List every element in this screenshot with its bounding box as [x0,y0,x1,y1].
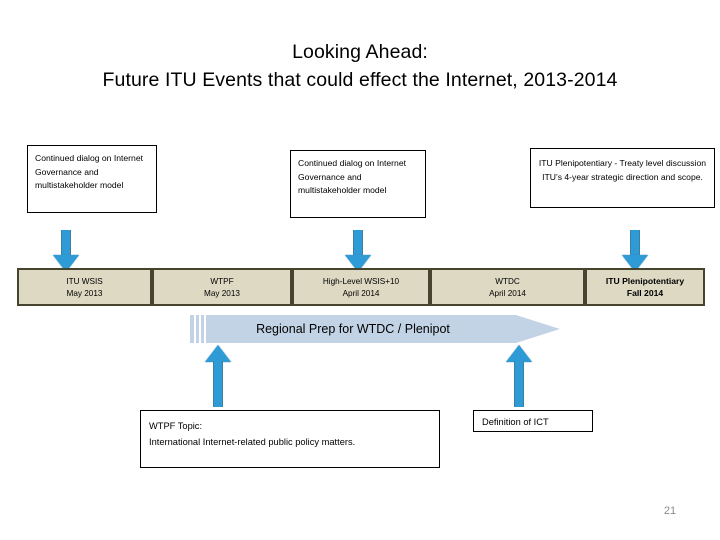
timeline-event-name: ITU WSIS [66,277,103,286]
banner-label: Regional Prep for WTDC / Plenipot [256,322,450,336]
bottom-box-wtpf-topic: WTPF Topic: International Internet-relat… [140,410,440,468]
bottom-box-definition-of-ict: Definition of ICT [473,410,593,432]
timeline-event-date: May 2013 [204,288,240,298]
banner-stripe [194,315,196,343]
arrow-head [506,345,532,362]
arrow-down-icon [345,230,371,272]
page-number: 21 [663,505,677,517]
banner-stripe [204,315,206,343]
arrow-shaft [630,230,640,256]
banner-stripe [199,315,201,343]
arrow-down-icon [53,230,79,272]
arrow-shaft [61,230,71,256]
title-line-1: Looking Ahead: [292,41,428,63]
timeline-event-name: ITU Plenipotentiary [605,276,685,286]
timeline-event-date: Fall 2014 [626,287,664,298]
timeline-cell-itu-wsis: ITU WSIS May 2013 [17,268,152,306]
page-title: Looking Ahead: Future ITU Events that co… [30,38,690,94]
callout-continued-dialog-middle: Continued dialog on Internet Governance … [290,150,426,218]
arrow-shaft [514,361,524,407]
arrow-head [205,345,231,362]
arrow-right-banner-icon: Regional Prep for WTDC / Plenipot [190,315,560,343]
timeline-cell-wtdc: WTDC April 2014 [430,268,585,306]
wtpf-topic-heading: WTPF Topic: [149,421,203,431]
banner-body [190,315,560,343]
timeline-event-name: WTPF [210,277,234,286]
timeline-cell-high-level-wsis-10: High-Level WSIS+10 April 2014 [292,268,430,306]
arrow-head [622,255,648,272]
arrow-down-icon [622,230,648,272]
arrow-up-icon [205,345,231,407]
timeline-event-date: April 2014 [342,288,380,298]
callout-continued-dialog-left: Continued dialog on Internet Governance … [27,145,157,213]
callout-itu-plenipotentiary-note: ITU Plenipotentiary - Treaty level discu… [530,148,715,208]
timeline-event-date: April 2014 [489,288,526,298]
timeline-event-name: High-Level WSIS+10 [322,277,400,286]
timeline-event-date: May 2013 [66,288,103,298]
arrow-shaft [353,230,363,256]
definition-of-ict-label: Definition of ICT [482,417,549,427]
arrow-shaft [213,361,223,407]
wtpf-topic-detail: International Internet-related public po… [149,437,356,447]
arrow-up-icon [506,345,532,407]
timeline-cell-itu-plenipotentiary: ITU Plenipotentiary Fall 2014 [585,268,705,306]
timeline-event-name: WTDC [495,277,520,286]
arrow-head [345,255,371,272]
title-line-2: Future ITU Events that could effect the … [102,69,618,91]
timeline-cell-wtpf: WTPF May 2013 [152,268,292,306]
arrow-head [53,255,79,272]
